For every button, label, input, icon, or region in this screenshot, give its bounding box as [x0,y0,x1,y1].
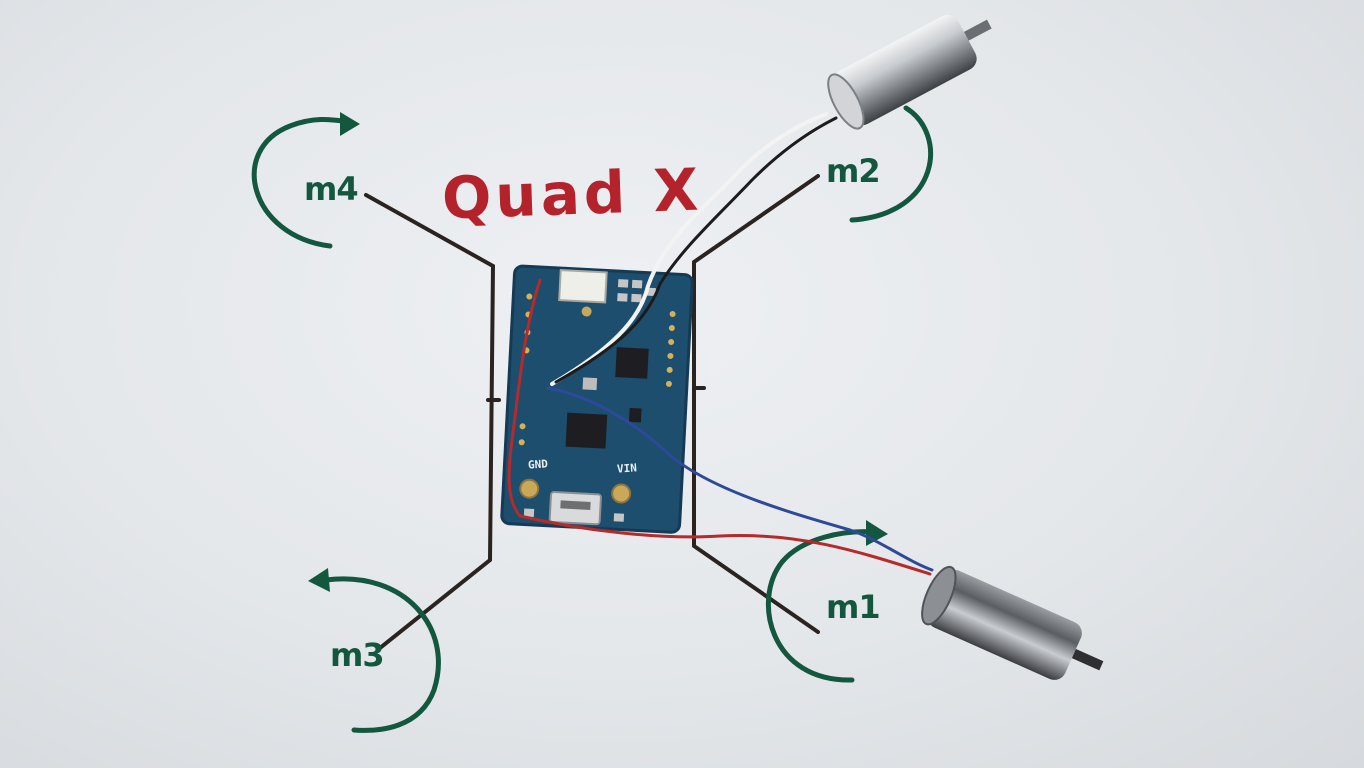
m4-arrow-head [340,112,360,136]
m4-rotation-arrow [251,117,353,249]
blue-wire [546,386,934,572]
motor-m1 [921,565,1104,680]
motor-m2 [827,14,992,130]
chip [615,347,649,379]
m3-rotation-arrow [323,576,441,733]
motor-label-m1: m1 [826,588,881,626]
flight-controller-board [500,264,694,534]
motor-label-m4: m4 [304,170,359,208]
motor-label-m3: m3 [330,636,385,674]
rotation-arrows [251,105,933,733]
quad-x-title: Quad X [440,155,704,233]
m3-arrow-head [308,568,330,592]
chip [565,412,608,449]
m2-rotation-arrow [849,105,933,223]
black-wire [554,116,838,384]
red-wire [507,278,932,576]
motor-wires [507,112,934,576]
board-connector [558,269,608,304]
gnd-silkscreen-label: GND [527,457,549,472]
motor-label-m2: m2 [826,152,881,190]
frame-lines [364,174,820,650]
vin-silkscreen-label: VIN [616,461,638,476]
m1-rotation-arrow [766,529,877,683]
white-wire [550,112,828,386]
